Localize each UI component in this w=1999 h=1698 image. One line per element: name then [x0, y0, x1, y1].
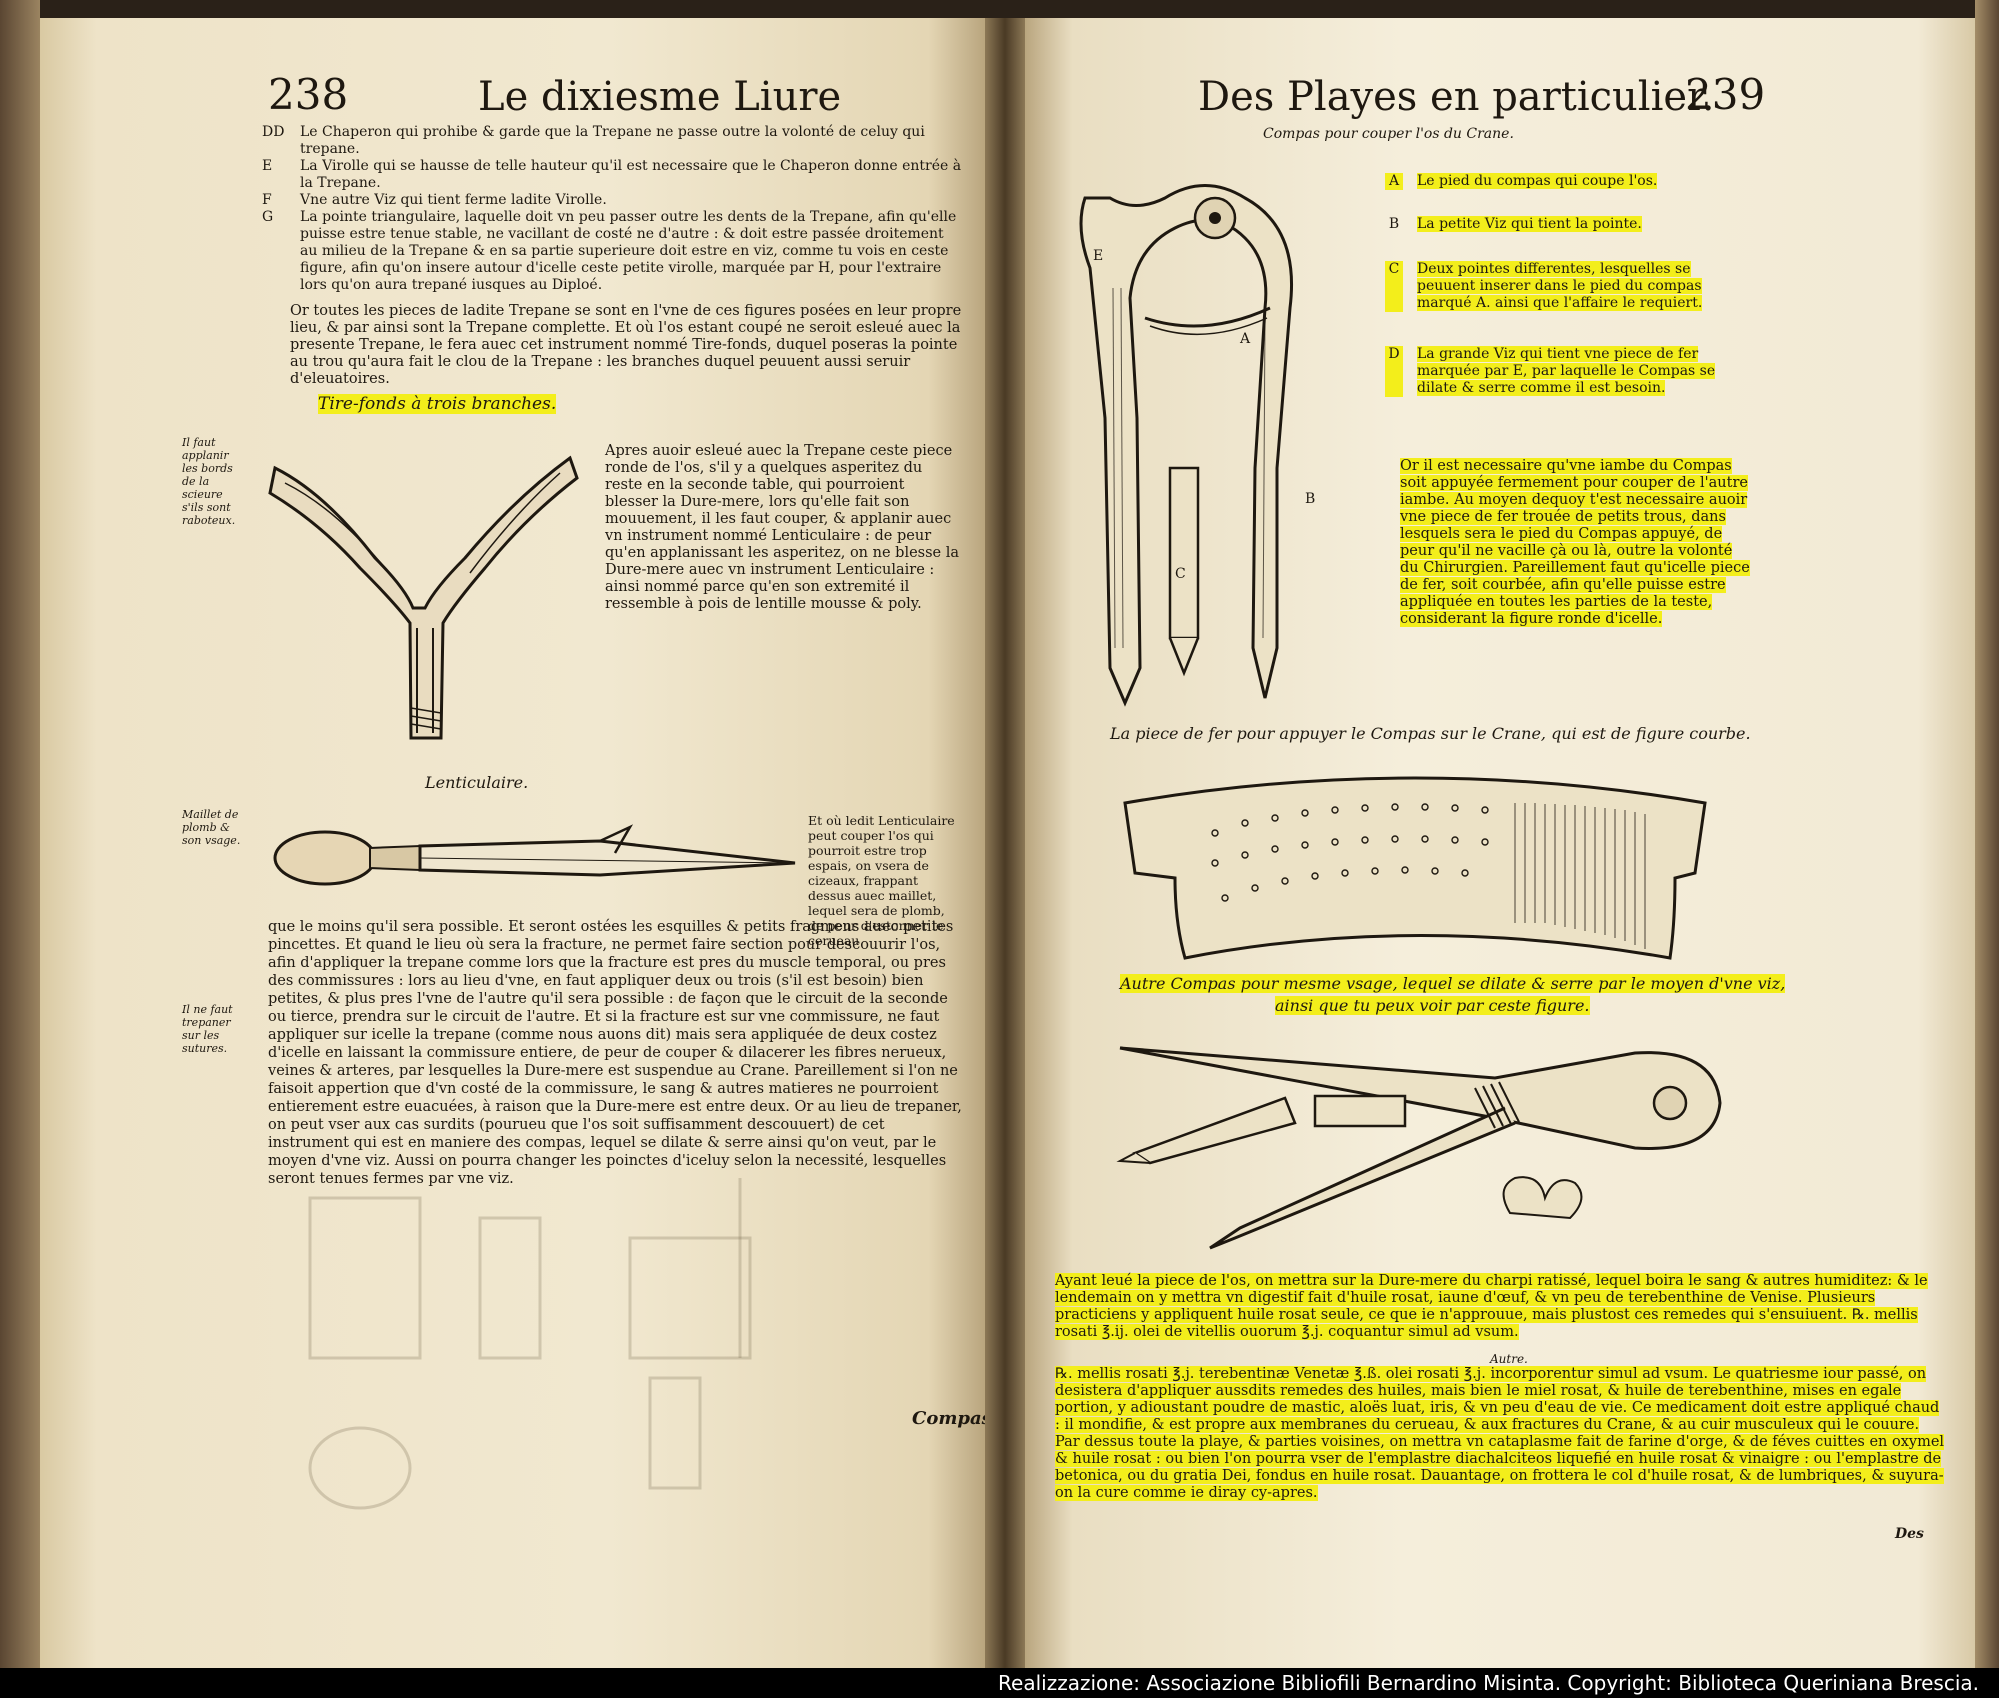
paragraph-main: que le moins qu'il sera possible. Et ser…	[268, 919, 962, 1187]
paragraph-intro: Or toutes les pieces de ladite Trepane s…	[290, 303, 962, 387]
book-edge-right	[1975, 0, 1999, 1698]
page-number: 239	[1685, 70, 1766, 119]
catchword: Des	[1895, 1526, 1924, 1542]
lenticulaire-illustration	[273, 824, 796, 886]
autre-compas-illustration	[1116, 1046, 1722, 1250]
heading-tirefonds: Tire-fonds à trois branches.	[318, 394, 557, 414]
margin-note: Maillet de plomb & son vsage.	[182, 808, 241, 847]
svg-text:A: A	[1239, 331, 1251, 347]
paragraph-apres: Apres auoir esleué auec la Trepane ceste…	[605, 443, 960, 612]
right-page: Des Playes en particulier. 239 Compas po…	[1025, 18, 1975, 1668]
autre-label: Autre.	[1490, 1352, 1528, 1366]
catchword: Compas	[912, 1408, 985, 1429]
paragraph-recipe: ℞. mellis rosati ℥.j. terebentinæ Venetæ…	[1055, 1366, 1945, 1501]
caption-piece: La piece de fer pour appuyer le Compas s…	[1110, 724, 1751, 743]
footer-credit: Realizzazione: Associazione Bibliofili B…	[0, 1668, 1999, 1698]
paragraph-ayant: Ayant leué la piece de l'os, on mettra s…	[1055, 1273, 1928, 1340]
caption-autre-compas-2: ainsi que tu peux voir par ceste figure.	[1275, 996, 1590, 1015]
tirefonds-illustration	[268, 455, 579, 740]
caption-lenticulaire: Lenticulaire.	[425, 773, 529, 792]
book-gutter	[985, 18, 1025, 1668]
paragraph-lenticulaire: Et où ledit Lenticulaire peut couper l'o…	[808, 813, 955, 948]
caption-compas: Compas pour couper l'os du Crane.	[1263, 126, 1514, 142]
svg-text:C: C	[1175, 566, 1186, 582]
bleedthrough-figures	[308, 1178, 752, 1510]
caption-autre-compas: Autre Compas pour mesme vsage, lequel se…	[1120, 974, 1786, 993]
margin-note: Il ne faut trepaner sur les sutures.	[182, 1003, 233, 1055]
compas-illustration: A B C E	[1079, 184, 1315, 707]
running-head: Des Playes en particulier.	[1198, 74, 1715, 120]
svg-text:B: B	[1305, 491, 1315, 507]
svg-text:E: E	[1093, 248, 1103, 264]
page-number: 238	[268, 70, 349, 119]
margin-note: Il faut applanir les bords de la scieure…	[182, 436, 236, 527]
iron-plate-illustration	[1123, 776, 1707, 960]
running-head: Le dixiesme Liure	[478, 74, 842, 120]
paragraph-compas: Or il est necessaire qu'vne iambe du Com…	[1400, 458, 1750, 627]
book-edge-left	[0, 0, 40, 1698]
